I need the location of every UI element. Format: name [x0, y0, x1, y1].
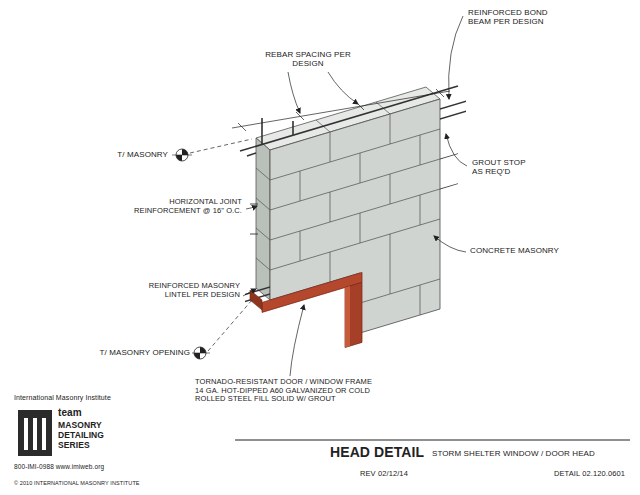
rebar	[247, 153, 256, 156]
copyright: © 2010 INTERNATIONAL MASONRY INSTITUTE	[14, 480, 140, 486]
rebar	[292, 121, 294, 135]
leader-lines	[243, 289, 256, 296]
wall-front-face	[440, 101, 466, 119]
wall-end-face	[256, 258, 270, 270]
rebar	[261, 118, 263, 144]
wall-end-face	[256, 138, 270, 300]
callout-label: GROUT STOP AS REQ'D	[472, 158, 538, 176]
leader-lines	[190, 139, 252, 153]
dimension-line	[232, 72, 450, 131]
leader-lines	[190, 16, 467, 376]
leader-lines	[449, 16, 463, 99]
wall-front-face	[345, 286, 350, 348]
contact-info: 800-IMI-0988 www.imiweb.org	[14, 463, 104, 470]
logo-mark	[24, 418, 28, 450]
dimension-label: REBAR SPACING PER DESIGN	[262, 50, 354, 68]
level-label: T/ MASONRY OPENING	[82, 348, 190, 357]
logo-mark	[18, 410, 52, 456]
organization-name: International Masonry Institute	[14, 394, 111, 402]
wall-end-face	[256, 228, 270, 240]
callout-label: TORNADO-RESISTANT DOOR / WINDOW FRAME 14…	[195, 378, 380, 404]
rebar	[240, 86, 458, 151]
detail-number: DETAIL 02.120.0601	[520, 470, 625, 479]
dimension-line	[238, 89, 444, 131]
dimension-line	[328, 72, 358, 104]
level-label: T/ MASONRY	[98, 150, 168, 159]
title: HEAD DETAIL	[330, 444, 424, 460]
logo-mark	[33, 418, 37, 450]
callout-label: REINFORCED MASONRY LINTEL PER DESIGN	[138, 282, 240, 299]
logo-text: team	[58, 407, 82, 419]
leader-lines	[208, 300, 252, 351]
revision-date: REV 02/12/14	[360, 470, 408, 479]
level-symbol	[172, 149, 210, 359]
frame-end	[250, 290, 262, 310]
logo-mark	[18, 410, 52, 456]
wall-end-face	[256, 168, 270, 180]
callout-label: REINFORCED BOND BEAM PER DESIGN	[468, 8, 552, 26]
level-symbol	[192, 353, 210, 354]
wall-front-face	[270, 99, 440, 360]
wall-front-face	[300, 105, 420, 351]
wall-front-face	[440, 154, 458, 189]
leader-lines	[446, 134, 467, 166]
wall-end-face	[256, 138, 270, 300]
callout-label: CONCRETE MASONRY	[470, 246, 559, 255]
leader-lines	[290, 305, 304, 376]
dimension-line	[232, 91, 450, 128]
wall-end-face	[256, 198, 270, 210]
logo-mark	[42, 418, 46, 450]
title-rule	[235, 439, 630, 440]
series-name: MASONRY DETAILING SERIES	[58, 421, 120, 450]
leader-lines	[434, 236, 466, 252]
rebar	[250, 204, 258, 205]
subtitle: STORM SHELTER WINDOW / DOOR HEAD	[432, 449, 595, 458]
dimension-line	[288, 72, 300, 113]
rebar	[250, 234, 258, 235]
leader-lines	[246, 206, 257, 209]
callout-label: HORIZONTAL JOINT REINFORCEMENT @ 16" O.C…	[120, 198, 242, 215]
level-symbol	[172, 155, 192, 156]
wall-front-face	[345, 282, 362, 347]
wall-front-face	[245, 91, 466, 377]
